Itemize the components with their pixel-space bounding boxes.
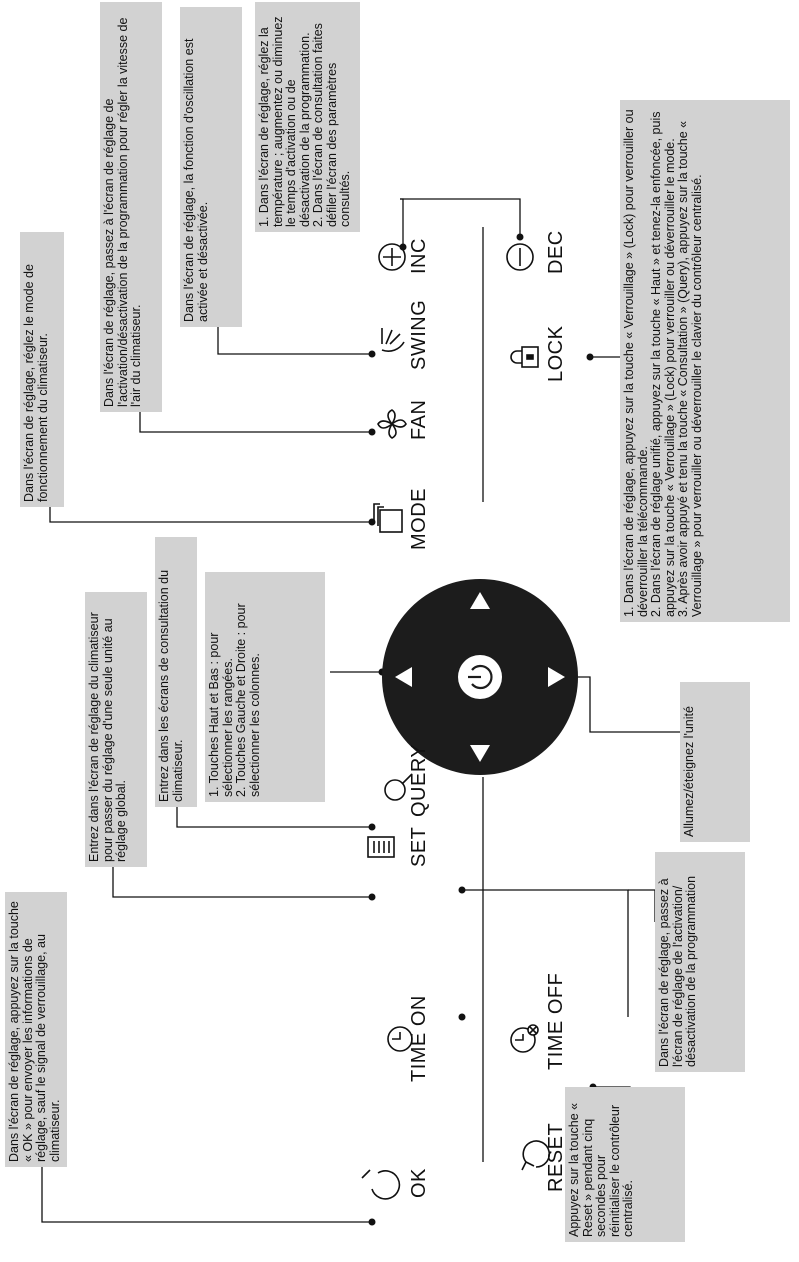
clock-icon[interactable] <box>387 1026 413 1052</box>
query-description: Entrez dans les écrans de consultation d… <box>155 537 197 807</box>
ok-label: OK <box>408 1168 430 1198</box>
mode-icon[interactable] <box>373 503 403 533</box>
set-description: Entrez dans l'écran de réglage du climat… <box>85 592 147 867</box>
mode-description: Dans l'écran de réglage, réglez le mode … <box>20 232 64 507</box>
ok-icon[interactable] <box>361 1169 401 1200</box>
reset-icon[interactable] <box>521 1140 551 1171</box>
lock-icon[interactable] <box>510 346 539 368</box>
arrow-right-icon[interactable] <box>470 592 490 609</box>
mode-label: MODE <box>408 488 430 550</box>
incdec-description: 1. Dans l'écran de réglage, réglez la te… <box>255 2 360 232</box>
dec-label: DEC <box>545 230 567 274</box>
swing-icon[interactable] <box>381 328 405 352</box>
lock-description: 1. Dans l'écran de réglage, appuyez sur … <box>620 100 790 622</box>
set-label: SET <box>408 826 430 867</box>
set-icon[interactable] <box>367 836 395 858</box>
plus-icon[interactable] <box>378 243 406 271</box>
swing-description: Dans l'écran de réglage, la fonction d'o… <box>180 7 242 327</box>
clock-off-icon[interactable] <box>510 1024 539 1053</box>
minus-icon[interactable] <box>506 243 534 271</box>
fan-description: Dans l'écran de réglage, passez à l'écra… <box>100 2 162 412</box>
power-description: Allumez/éteignez l'unité <box>680 682 750 842</box>
arrows-description: 1. Touches Haut et Bas : pour sélectionn… <box>205 572 325 802</box>
query-label: QUERY <box>408 743 430 817</box>
ok-description: Dans l'écran de réglage, appuyez sur la … <box>5 892 67 1167</box>
arrow-left-icon[interactable] <box>470 745 490 762</box>
time-on-label: TIME ON <box>408 995 430 1082</box>
lock-label: LOCK <box>545 325 567 382</box>
power-icon[interactable] <box>468 664 493 690</box>
arrow-down-icon[interactable] <box>548 667 565 687</box>
reset-description: Appuyez sur la touche « Reset » pendant … <box>565 1087 685 1242</box>
time-off-label: TIME OFF <box>545 972 567 1070</box>
fan-icon[interactable] <box>377 409 407 439</box>
time-description: Dans l'écran de réglage, passez à l'écra… <box>655 852 745 1072</box>
query-icon[interactable] <box>384 773 413 801</box>
swing-label: SWING <box>408 299 430 370</box>
inc-label: INC <box>408 238 430 274</box>
arrow-up-icon[interactable] <box>395 667 412 687</box>
fan-label: FAN <box>408 399 430 440</box>
nav-pad[interactable] <box>382 579 578 775</box>
